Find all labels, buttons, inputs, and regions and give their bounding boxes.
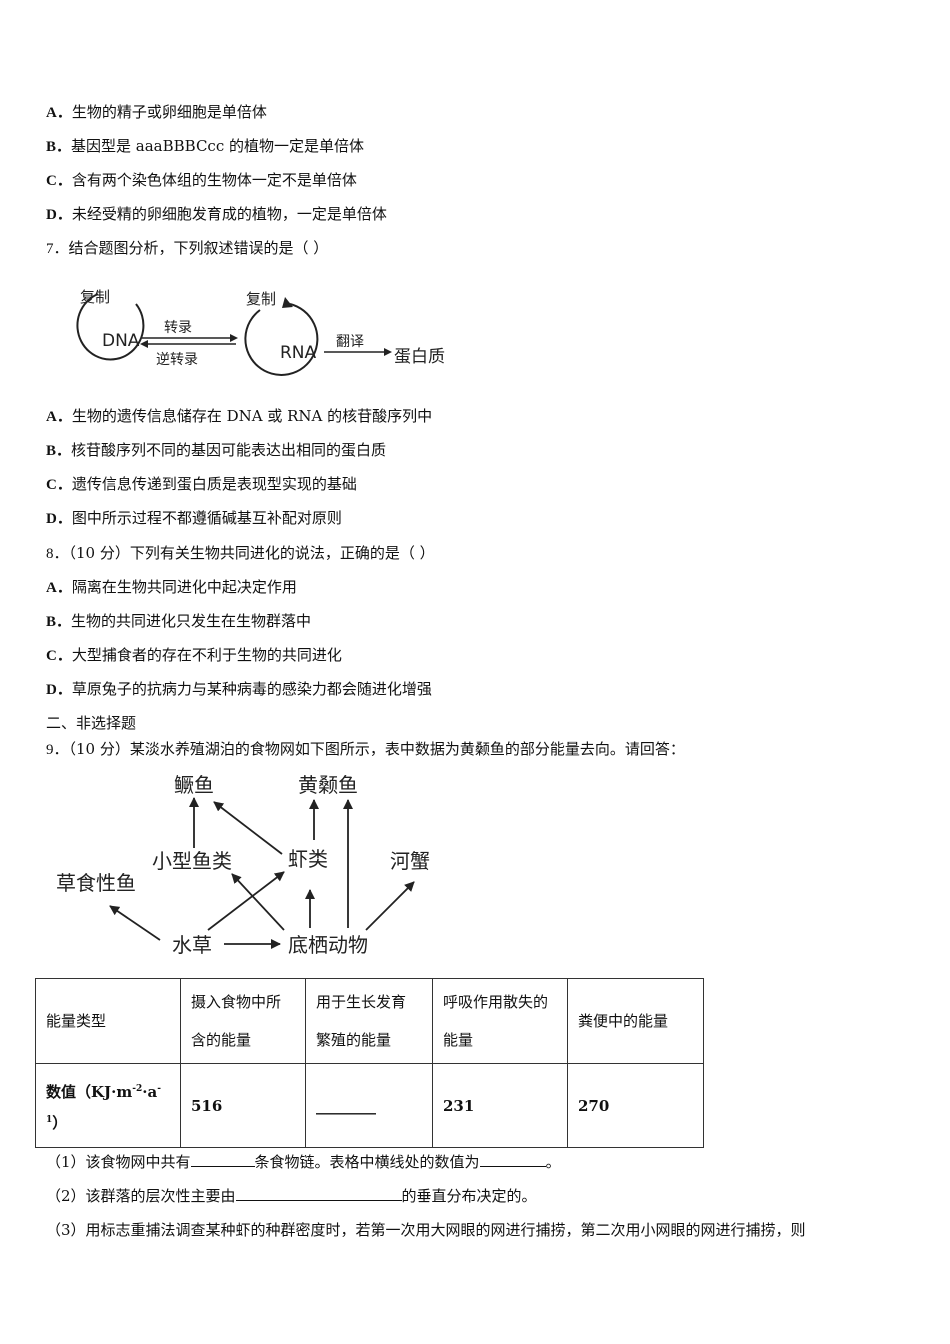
q7-stem: 7．结合题图分析，下列叙述错误的是（ ） — [46, 239, 329, 257]
q9-stem: 9．（10 分）某淡水养殖湖泊的食物网如下图所示，表中数据为黄颡鱼的部分能量去向… — [46, 740, 685, 758]
translate-label: 翻译 — [336, 334, 364, 350]
dna-label: DNA — [102, 331, 140, 351]
food-web-diagram: 鳜鱼 黄颡鱼 小型鱼类 虾类 河蟹 草食性鱼 水草 底栖动物 — [56, 773, 430, 957]
q6-option-a: A．生物的精子或卵细胞是单倍体 — [46, 103, 267, 121]
answer-blank[interactable] — [235, 1186, 402, 1201]
replicate-label-1: 复制 — [80, 288, 110, 306]
table-header-row: 能量类型 摄入食物中所含的能量 用于生长发育繁殖的能量 呼吸作用散失的能量 粪便… — [35, 978, 704, 1064]
node-small-fish: 小型鱼类 — [152, 849, 232, 873]
answer-blank[interactable] — [190, 1152, 255, 1167]
q9-sub3: （3）用标志重捕法调查某种虾的种群密度时，若第一次用大网眼的网进行捕捞，第二次用… — [46, 1221, 806, 1239]
table-header-cell: 用于生长发育繁殖的能量 — [305, 978, 433, 1064]
q6-option-d: D．未经受精的卵细胞发育成的植物，一定是单倍体 — [46, 205, 387, 223]
table-cell: 516 — [180, 1063, 306, 1148]
table-header-cell: 能量类型 — [35, 978, 181, 1064]
central-dogma-diagram: 复制 DNA 转录 逆转录 复制 RNA 翻译 蛋白质 — [76, 288, 445, 376]
node-shrimp: 虾类 — [288, 847, 328, 871]
table-row-label: 数值（KJ·m-2·a-1） — [35, 1063, 181, 1148]
node-huangsangyu: 黄颡鱼 — [298, 773, 358, 797]
replicate-label-2: 复制 — [246, 290, 276, 308]
q9-sub2: （2）该群落的层次性主要由的垂直分布决定的。 — [46, 1186, 537, 1205]
energy-table: 能量类型 摄入食物中所含的能量 用于生长发育繁殖的能量 呼吸作用散失的能量 粪便… — [35, 978, 704, 1148]
q8-option-a: A．隔离在生物共同进化中起决定作用 — [46, 578, 297, 596]
section-heading: 二、非选择题 — [46, 714, 137, 732]
q7-option-b: B．核苷酸序列不同的基因可能表达出相同的蛋白质 — [46, 441, 387, 459]
table-cell: 270 — [567, 1063, 704, 1148]
table-row: 数值（KJ·m-2·a-1） 516 ________ 231 270 — [35, 1063, 704, 1148]
q8-option-c: C．大型捕食者的存在不利于生物的共同进化 — [46, 646, 342, 664]
table-header-cell: 粪便中的能量 — [567, 978, 704, 1064]
q7-option-a: A．生物的遗传信息储存在 DNA 或 RNA 的核苷酸序列中 — [46, 407, 433, 425]
q8-option-d: D．草原兔子的抗病力与某种病毒的感染力都会随进化增强 — [46, 680, 432, 698]
protein-label: 蛋白质 — [394, 347, 445, 367]
q8-stem: 8．（10 分）下列有关生物共同进化的说法，正确的是（ ） — [46, 544, 435, 562]
node-crab: 河蟹 — [390, 849, 430, 873]
table-header-cell: 呼吸作用散失的能量 — [432, 978, 568, 1064]
rna-replication-loop — [244, 303, 319, 376]
dna-replication-loop — [76, 293, 145, 361]
q7-option-d: D．图中所示过程不都遵循碱基互补配对原则 — [46, 509, 342, 527]
reverse-transcribe-label: 逆转录 — [156, 352, 198, 368]
node-benthic-animals: 底栖动物 — [288, 933, 368, 957]
table-cell: 231 — [432, 1063, 568, 1148]
node-herbivorous-fish: 草食性鱼 — [56, 871, 136, 895]
q9-sub1: （1）该食物网中共有条食物链。表格中横线处的数值为。 — [46, 1152, 561, 1171]
q7-option-c: C．遗传信息传递到蛋白质是表现型实现的基础 — [46, 475, 357, 493]
table-header-cell: 摄入食物中所含的能量 — [180, 978, 306, 1064]
rna-label: RNA — [280, 343, 317, 363]
q6-option-b: B．基因型是 aaaBBBCcc 的植物一定是单倍体 — [46, 137, 365, 155]
table-cell-blank: ________ — [305, 1063, 433, 1148]
answer-blank[interactable] — [479, 1152, 546, 1167]
q6-option-c: C．含有两个染色体组的生物体一定不是单倍体 — [46, 171, 357, 189]
node-water-grass: 水草 — [172, 933, 212, 957]
transcribe-label: 转录 — [164, 320, 192, 336]
node-guiyu: 鳜鱼 — [174, 773, 214, 797]
q8-option-b: B．生物的共同进化只发生在生物群落中 — [46, 612, 312, 630]
